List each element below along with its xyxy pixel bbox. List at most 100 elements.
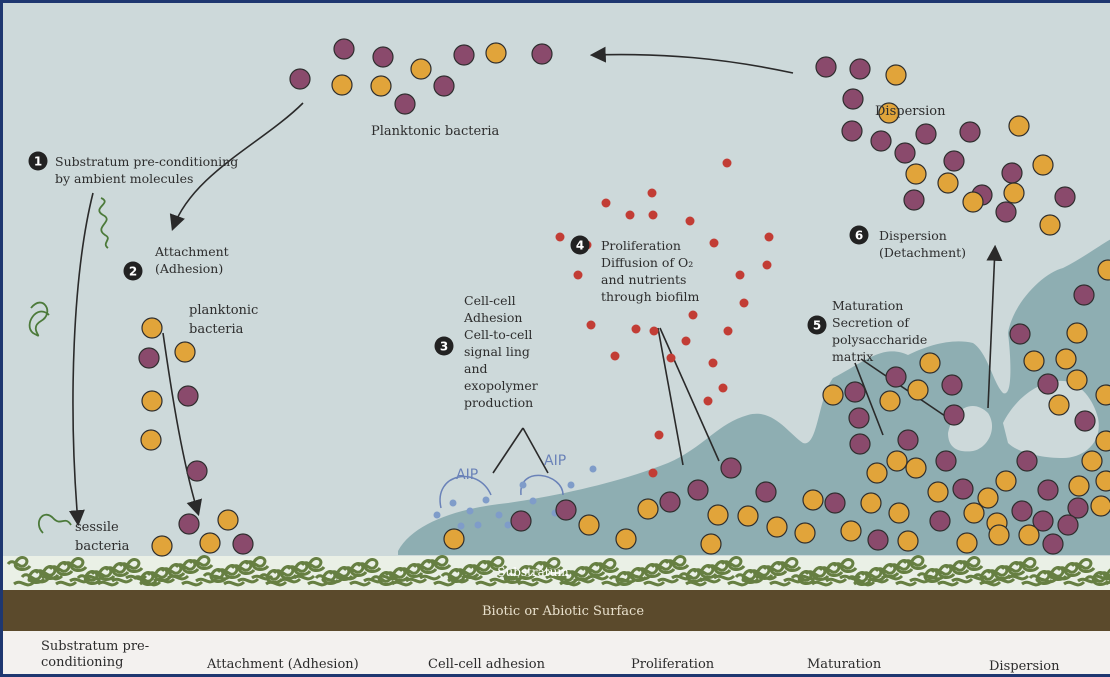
bacterium-orange	[822, 384, 844, 406]
bacterium-purple	[232, 533, 254, 555]
bacterium-orange	[331, 74, 353, 96]
ambient-molecules	[28, 197, 109, 534]
stage-label-attachment: Attachment (Adhesion)	[207, 657, 359, 672]
bacterium-purple	[849, 433, 871, 455]
bacterium-orange	[956, 532, 978, 554]
planktonic-side-label-1: planktonic	[189, 303, 258, 318]
step-badge-1	[28, 151, 48, 171]
aip-dot	[567, 481, 575, 489]
bacterium-orange	[1090, 495, 1110, 517]
oxygen-dot	[764, 232, 774, 242]
stage-label-cell-adhesion: Cell-cell adhesion	[428, 657, 545, 672]
step-6-text: (Detachment)	[879, 245, 966, 260]
pointer-proliferation-2	[659, 327, 720, 462]
step-number-1: 1	[34, 155, 42, 169]
step-3-text: Cell-cell	[464, 293, 516, 308]
aip-dot	[495, 511, 503, 519]
bacterium-orange	[885, 64, 907, 86]
bacterium-purple	[1016, 450, 1038, 472]
bacterium-orange	[1055, 348, 1077, 370]
bacterium-purple	[1011, 500, 1033, 522]
bacterium-purple	[555, 499, 577, 521]
bacterium-purple	[844, 381, 866, 403]
bacterium-purple	[372, 46, 394, 68]
bacterium-orange	[878, 102, 900, 124]
bacterium-orange	[1018, 524, 1040, 546]
bacterium-orange	[905, 163, 927, 185]
bacterium-orange	[1081, 450, 1103, 472]
bacterium-purple	[394, 93, 416, 115]
pointer-maturation-1	[854, 362, 884, 436]
oxygen-dot	[708, 358, 718, 368]
bacterium-purple	[289, 68, 311, 90]
step-3-text: Cell-to-cell	[464, 327, 532, 342]
biotic-abiotic-surface	[3, 590, 1110, 631]
bacterium-purple	[186, 460, 208, 482]
step-5-text: matrix	[832, 349, 873, 364]
bacterium-orange	[879, 390, 901, 412]
step-5-text: Secretion of	[832, 315, 910, 330]
aip-label-1: AIP	[456, 467, 478, 483]
oxygen-dot	[688, 310, 698, 320]
step-3-text: production	[464, 395, 533, 410]
bacterium-orange	[151, 535, 173, 557]
step-3-text: exopolymer	[464, 378, 538, 393]
bacterium-purple	[894, 142, 916, 164]
bacterium-orange	[988, 524, 1010, 546]
oxygen-dot	[625, 210, 635, 220]
step-3-text: and	[464, 361, 488, 376]
bacterium-orange	[737, 505, 759, 527]
bacterium-orange	[1068, 475, 1090, 497]
oxygen-dot	[681, 336, 691, 346]
bacterium-orange	[963, 502, 985, 524]
bacterium-orange	[802, 489, 824, 511]
oxygen-dot	[666, 353, 676, 363]
step-6-text: Dispersion	[879, 228, 947, 243]
oxygen-dot	[722, 158, 732, 168]
oxygen-dot	[649, 326, 659, 336]
oxygen-dot	[709, 238, 719, 248]
bacterium-purple	[824, 492, 846, 514]
step-number-2: 2	[129, 265, 137, 279]
bacterium-purple	[1042, 533, 1064, 555]
bacterium-orange	[1039, 214, 1061, 236]
pointer-cell-adhesion-2	[522, 427, 549, 474]
step-4-text: Proliferation	[601, 238, 681, 253]
bacterium-orange	[485, 42, 507, 64]
pointer-cell-adhesion-1	[492, 427, 524, 474]
step-2-text: Attachment	[154, 244, 229, 259]
bacterium-purple	[935, 450, 957, 472]
bacterium-purple	[333, 38, 355, 60]
bacterium-orange	[1032, 154, 1054, 176]
step-4-text: Diffusion of O₂	[601, 255, 693, 270]
bacterium-orange	[615, 528, 637, 550]
arrow-planktonic-to-attachment	[169, 102, 304, 232]
bacterium-purple	[453, 44, 475, 66]
bacterium-purple	[1009, 323, 1031, 345]
aip-dot	[589, 465, 597, 473]
bacterium-purple	[531, 43, 553, 65]
bacterium-purple	[659, 491, 681, 513]
aip-dot	[466, 507, 474, 515]
step-3-text: signal ling	[464, 344, 530, 359]
bacterium-purple	[178, 513, 200, 535]
bacterium-purple	[755, 481, 777, 503]
step-4-text: through biofilm	[601, 289, 700, 304]
oxygen-dot	[723, 326, 733, 336]
step-3-text: Adhesion	[463, 310, 522, 325]
bacterium-orange	[962, 191, 984, 213]
stage-label-conditioning: Substratum pre-conditioning	[41, 639, 171, 671]
bacterium-orange	[977, 487, 999, 509]
bacterium-orange	[410, 58, 432, 80]
aip-dot	[482, 496, 490, 504]
bacterium-purple	[929, 510, 951, 532]
bacterium-orange	[140, 429, 162, 451]
oxygen-dot	[703, 396, 713, 406]
stage-label-dispersion: Dispersion	[989, 659, 1060, 674]
step-badge-6	[849, 225, 869, 245]
stage-label-proliferation: Proliferation	[631, 657, 715, 672]
bacterium-orange	[141, 317, 163, 339]
bacterium-purple	[1037, 479, 1059, 501]
